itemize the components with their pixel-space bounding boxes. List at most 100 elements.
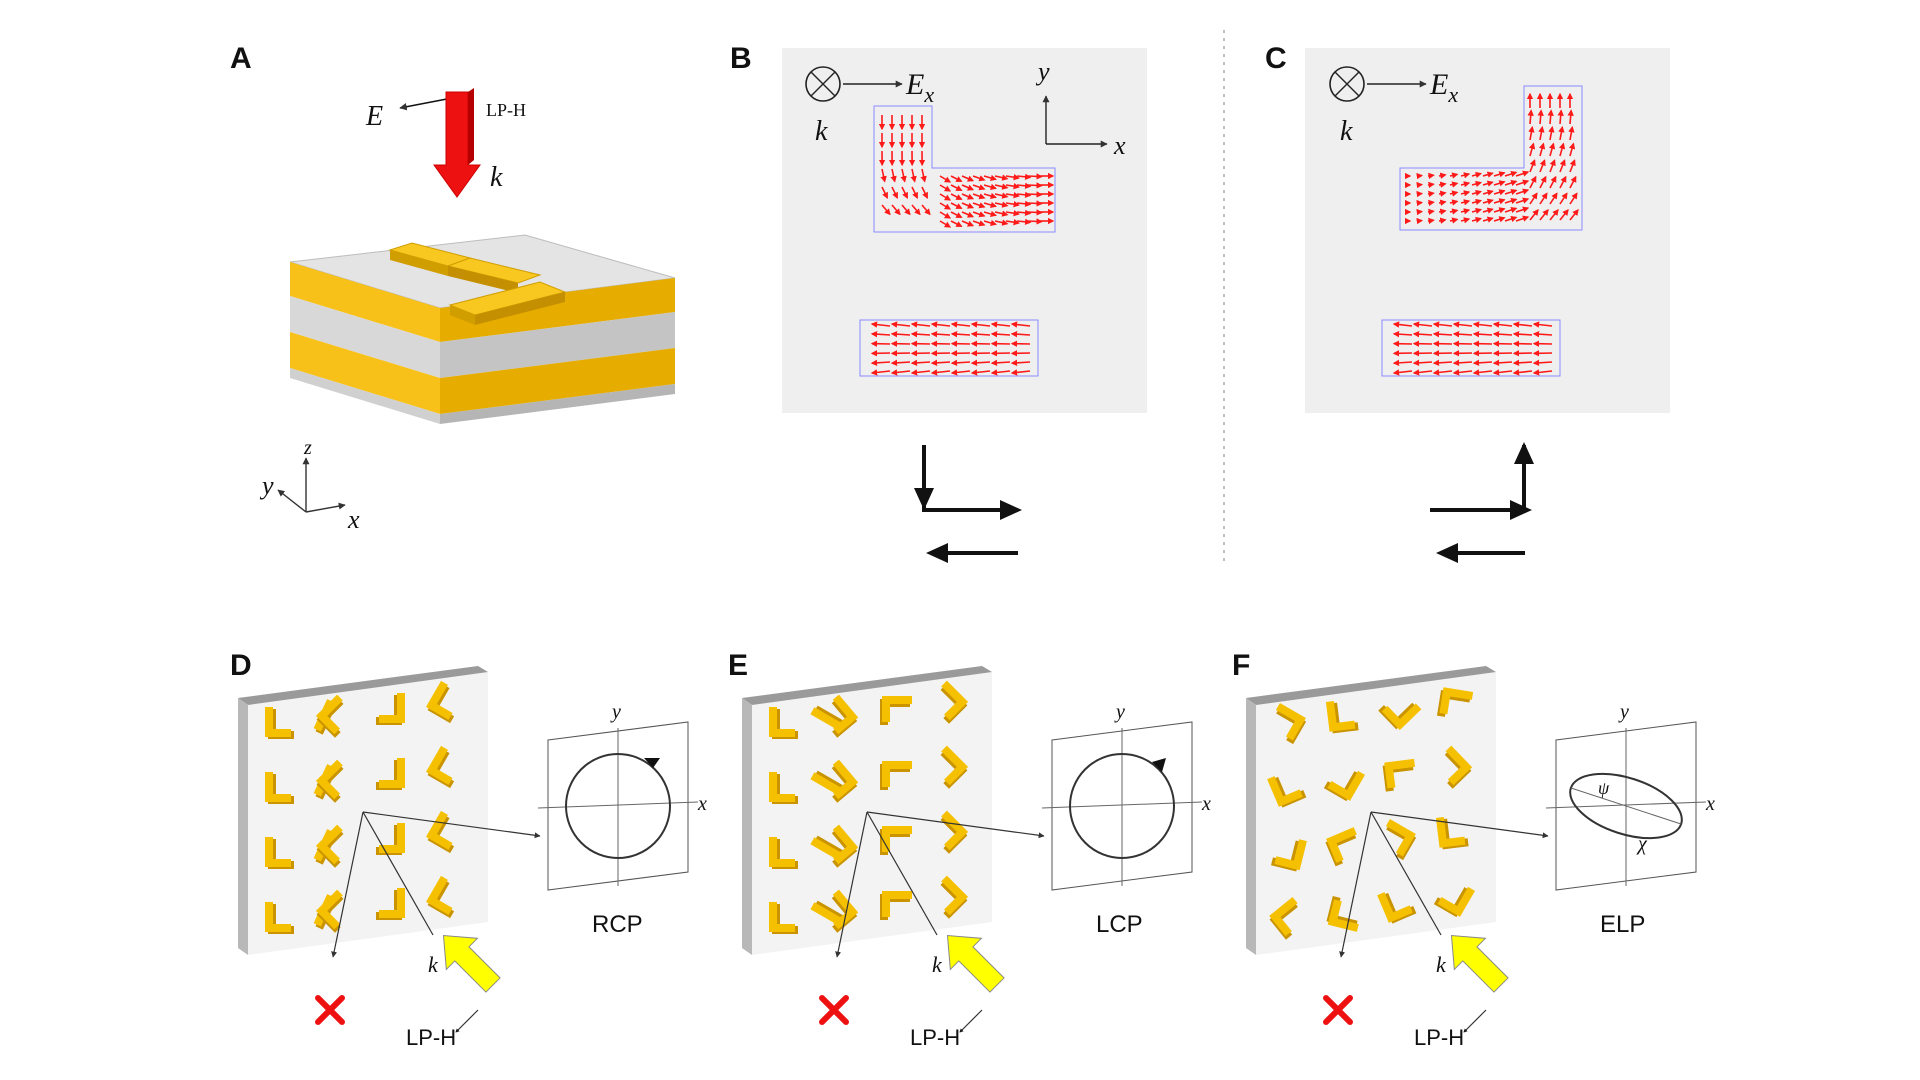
l-antenna bbox=[426, 810, 455, 854]
current-vector bbox=[1569, 192, 1578, 205]
current-vector bbox=[1504, 170, 1518, 178]
l-antenna bbox=[265, 902, 294, 934]
k-label-b: k bbox=[815, 116, 828, 147]
l-antenna bbox=[426, 875, 455, 919]
panel-b: B Ex k y x bbox=[730, 42, 1147, 563]
input-polarization-label: LP-H bbox=[910, 1025, 960, 1050]
current-vector bbox=[1472, 321, 1493, 328]
current-vector bbox=[950, 175, 963, 183]
bar-antenna-outline-c bbox=[1381, 319, 1561, 377]
current-vector bbox=[900, 168, 907, 183]
ex-symbol-b: E bbox=[905, 68, 924, 101]
l-antenna bbox=[1433, 886, 1475, 918]
l-antenna bbox=[315, 889, 344, 933]
current-vector bbox=[972, 184, 986, 191]
current-vector bbox=[1016, 209, 1032, 216]
current-vector bbox=[870, 359, 891, 367]
current-vector bbox=[961, 175, 975, 182]
l-antenna bbox=[265, 707, 294, 739]
current-vector bbox=[1016, 173, 1032, 180]
axes-triad-a: z y x bbox=[259, 437, 360, 534]
current-vector bbox=[910, 369, 931, 376]
current-vector bbox=[1547, 109, 1554, 125]
current-vector bbox=[911, 186, 919, 199]
current-vector bbox=[1438, 181, 1447, 188]
current-vector bbox=[1482, 180, 1494, 187]
l-antenna bbox=[315, 759, 344, 803]
current-vector bbox=[1471, 180, 1483, 188]
current-vector bbox=[1460, 208, 1471, 215]
current-vector bbox=[1449, 181, 1459, 188]
current-vector bbox=[1482, 216, 1494, 223]
current-vector bbox=[1532, 359, 1553, 367]
current-vector bbox=[1492, 321, 1513, 328]
current-vector bbox=[1504, 188, 1518, 196]
current-vector bbox=[1493, 189, 1506, 196]
current-vector bbox=[1515, 206, 1530, 213]
current-vector bbox=[970, 369, 991, 376]
axis-y-label: y bbox=[259, 471, 274, 500]
l-antenna bbox=[831, 889, 859, 933]
current-vector bbox=[972, 202, 986, 209]
current-vector bbox=[901, 186, 909, 199]
current-vector bbox=[961, 220, 975, 227]
current-vector bbox=[1427, 181, 1435, 189]
current-vector bbox=[1005, 174, 1020, 181]
current-vector bbox=[1472, 330, 1493, 338]
current-vector bbox=[870, 369, 891, 376]
current-vector bbox=[1427, 190, 1435, 198]
current-vector bbox=[1493, 216, 1506, 223]
l-antenna bbox=[376, 888, 405, 920]
current-vector bbox=[1392, 369, 1413, 376]
l-antenna bbox=[1444, 745, 1473, 789]
current-vector bbox=[1471, 198, 1483, 206]
input-polarization-label: LP-H bbox=[406, 1025, 456, 1050]
current-vector bbox=[990, 330, 1011, 338]
current-vector bbox=[983, 210, 998, 218]
current-vector bbox=[1482, 207, 1494, 214]
current-vector bbox=[1539, 209, 1549, 221]
current-vector bbox=[1512, 369, 1533, 376]
current-vector bbox=[1515, 170, 1530, 177]
current-vector bbox=[1558, 142, 1566, 157]
panel-a: A E LP-H k bbox=[230, 42, 676, 534]
l-antenna-outline-c bbox=[1399, 85, 1583, 231]
k-label-c: k bbox=[1340, 116, 1353, 147]
svg-text:Ex: Ex bbox=[1429, 68, 1458, 107]
current-vector bbox=[972, 193, 986, 200]
current-vector bbox=[921, 186, 929, 199]
current-vector bbox=[1482, 198, 1494, 205]
current-vector bbox=[950, 193, 963, 201]
l-antenna bbox=[769, 837, 798, 869]
l-antenna bbox=[426, 680, 455, 724]
panel-letter-b: B bbox=[730, 42, 752, 75]
current-vector bbox=[1005, 219, 1020, 226]
current-vector bbox=[983, 192, 998, 200]
l-antenna bbox=[831, 694, 859, 738]
l-antenna bbox=[1326, 896, 1359, 932]
current-vector bbox=[990, 369, 1011, 376]
current-vector bbox=[950, 184, 963, 192]
l-antenna bbox=[1378, 702, 1422, 731]
incident-arrow-yellow bbox=[1450, 934, 1509, 993]
bar-antenna bbox=[810, 900, 846, 926]
current-vector bbox=[1569, 175, 1577, 189]
current-vector bbox=[1452, 330, 1473, 338]
l-antenna bbox=[769, 772, 798, 804]
current-vector bbox=[1412, 369, 1433, 376]
current-vector bbox=[1493, 207, 1506, 214]
current-vector bbox=[1471, 189, 1483, 197]
current-vector bbox=[983, 174, 998, 182]
current-vector bbox=[1529, 175, 1537, 189]
current-vector bbox=[1016, 182, 1032, 189]
ellipse-axis-x: x bbox=[697, 793, 707, 815]
current-vector bbox=[1427, 208, 1435, 216]
current-vector bbox=[1515, 197, 1530, 204]
current-vector bbox=[950, 211, 963, 219]
l-antenna bbox=[940, 810, 969, 854]
l-antenna bbox=[1435, 816, 1469, 850]
current-vector bbox=[950, 202, 963, 210]
current-vector bbox=[1568, 125, 1575, 141]
current-vector bbox=[890, 359, 911, 367]
bar-antenna-outline-b bbox=[859, 319, 1039, 377]
